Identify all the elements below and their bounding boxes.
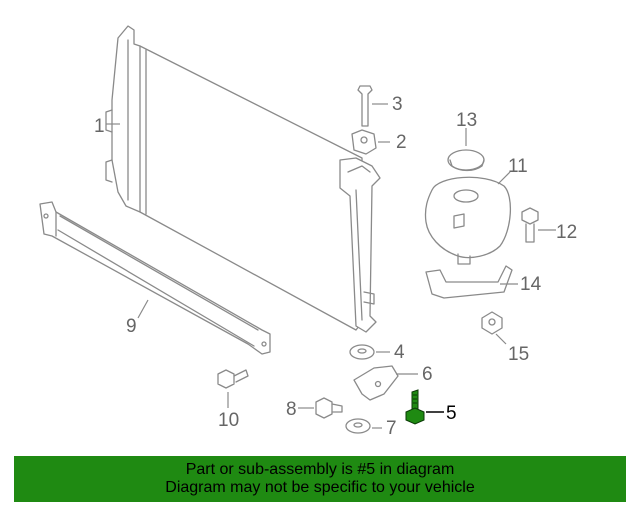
leader-lines (106, 103, 556, 429)
washer-part-4[interactable] (349, 344, 375, 360)
washer-part-7[interactable] (345, 418, 371, 434)
exploded-parts-diagram: 1 2 3 4 5 6 7 8 9 10 11 12 13 14 15 (39, 25, 577, 439)
mount-part-2[interactable] (351, 129, 377, 155)
callout-6: 6 (422, 364, 433, 385)
callout-7: 7 (386, 418, 397, 439)
cap-part-13[interactable] (447, 149, 485, 172)
callout-3: 3 (392, 94, 403, 115)
radiator[interactable] (105, 25, 381, 333)
pin-part-3[interactable] (357, 85, 373, 127)
callout-11: 11 (508, 156, 528, 177)
callout-5-highlighted: 5 (446, 403, 457, 424)
air-deflector[interactable] (39, 201, 271, 355)
callout-2: 2 (396, 132, 407, 153)
callout-15: 15 (508, 344, 529, 365)
callout-13: 13 (456, 110, 477, 131)
bolt-part-8[interactable] (315, 397, 343, 419)
callout-12: 12 (556, 222, 577, 243)
bolt-part-12[interactable] (521, 207, 539, 243)
callout-10: 10 (218, 410, 239, 431)
callout-1: 1 (94, 116, 105, 137)
info-banner: Part or sub-assembly is #5 in diagram Di… (14, 456, 626, 502)
banner-line-part-info: Part or sub-assembly is #5 in diagram (185, 461, 455, 478)
expansion-tank-part-11[interactable] (424, 176, 512, 265)
bracket-part-6[interactable] (353, 365, 399, 401)
bolt-part-10[interactable] (217, 369, 249, 389)
nut-part-15[interactable] (481, 311, 503, 335)
bracket-part-14[interactable] (425, 265, 513, 299)
callout-8: 8 (286, 399, 297, 420)
callout-9: 9 (126, 316, 137, 337)
banner-line-disclaimer: Diagram may not be specific to your vehi… (165, 479, 475, 496)
bolt-part-5-highlighted[interactable] (405, 389, 425, 425)
callout-4: 4 (394, 342, 405, 363)
callout-14: 14 (520, 274, 542, 295)
